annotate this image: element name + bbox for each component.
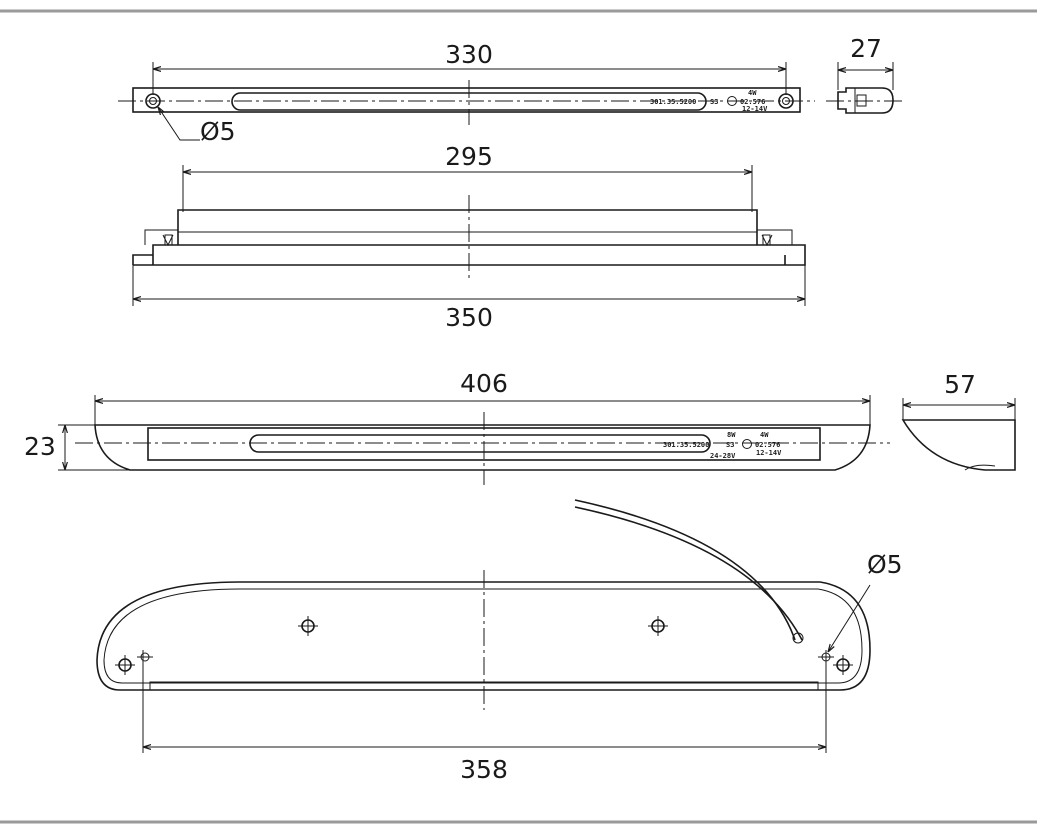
mark-text: 02.576 bbox=[755, 441, 780, 449]
volt2-text: 24-28V bbox=[710, 452, 736, 460]
dimension-295: 295 bbox=[445, 142, 493, 171]
watt-text: 4W bbox=[760, 431, 769, 439]
code-text: S3 bbox=[710, 98, 718, 106]
dimension-330: 330 bbox=[445, 40, 493, 69]
bottom-view: 358 Ø5 bbox=[96, 499, 903, 784]
volt-text: 12-14V bbox=[742, 105, 768, 113]
mounting-hole bbox=[137, 652, 153, 662]
front-view: 301.35.5200 8W 24-28V S3 02.576 4W 12-14… bbox=[24, 369, 1016, 485]
side-view: 295 350 bbox=[132, 142, 806, 332]
dimension-350: 350 bbox=[445, 303, 493, 332]
dimension-27: 27 bbox=[850, 34, 882, 63]
dimension-57: 57 bbox=[944, 370, 976, 399]
screw-hole bbox=[298, 616, 318, 636]
part-number-text: 301.35.5200 bbox=[650, 98, 696, 106]
screw-hole bbox=[833, 655, 853, 675]
top-view: 330 Ø5 301.35.5200 S3 02.576 4W 12-14V 2… bbox=[118, 34, 905, 146]
screw-hole bbox=[115, 655, 135, 675]
watt-text: 4W bbox=[748, 89, 757, 97]
code-text: S3 bbox=[726, 441, 734, 449]
dimension-358: 358 bbox=[460, 755, 508, 784]
volt-text: 12-14V bbox=[756, 449, 782, 457]
part-number-text: 301.35.5200 bbox=[663, 441, 709, 449]
mark-text: 02.576 bbox=[740, 98, 765, 106]
dimension-406: 406 bbox=[460, 369, 508, 398]
hole-diameter-label: Ø5 bbox=[200, 117, 236, 146]
hole-diameter-label: Ø5 bbox=[867, 550, 903, 579]
dimension-23: 23 bbox=[24, 432, 56, 461]
watt2-text: 8W bbox=[727, 431, 736, 439]
screw-hole bbox=[648, 616, 668, 636]
